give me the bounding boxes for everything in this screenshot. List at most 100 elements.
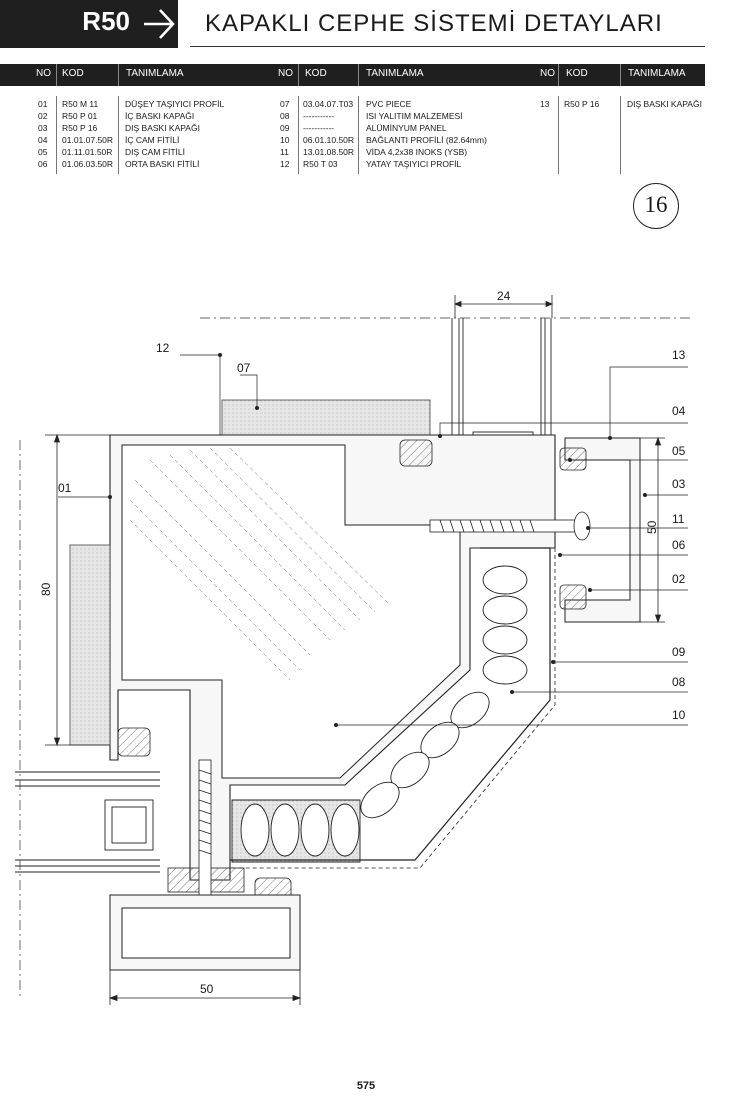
table-cell: 05 [38, 147, 48, 157]
callout-13: 13 [672, 348, 686, 362]
arrow-right-icon [140, 0, 178, 48]
leader-lines [58, 354, 688, 726]
table-cell: 13.01.08.50R [303, 147, 355, 157]
table-cell: 06 [38, 159, 48, 169]
table-cell: 13 [540, 99, 550, 109]
divider [298, 64, 299, 86]
screw [429, 511, 591, 541]
gaskets [117, 439, 587, 905]
dimension-50-right [640, 436, 665, 624]
callout-08: 08 [672, 675, 686, 689]
pvc-piece [221, 399, 431, 436]
callout-11: 11 [672, 512, 685, 526]
dim-50-bottom-label: 50 [200, 982, 214, 996]
col-kod-1: KOD [62, 68, 84, 79]
table-cell: 01.11.01.50R [62, 147, 113, 157]
col-no-3: NO [540, 68, 555, 79]
callout-03: 03 [672, 477, 686, 491]
table-cell: DIŞ CAM FİTİLİ [125, 147, 185, 157]
table-cell: VİDA 4,2x38 INOKS (YSB) [366, 147, 468, 157]
table-cell: 04 [38, 135, 48, 145]
callout-12: 12 [156, 341, 170, 355]
dim-24-label: 24 [497, 289, 511, 303]
dim-80-label: 80 [39, 582, 53, 596]
divider [118, 64, 119, 86]
divider [620, 64, 621, 86]
divider [118, 96, 119, 174]
lower-glass-unit [15, 771, 160, 873]
dimension-50-bottom [108, 970, 302, 1005]
divider [558, 96, 559, 174]
table-cell: 06.01.10.50R [303, 135, 355, 145]
callout-05: 05 [672, 444, 686, 458]
table-cell: 02 [38, 111, 48, 121]
table-cell: 01 [38, 99, 48, 109]
table-cell: DIŞ BASKI KAPAĞI [125, 123, 200, 133]
table-cell: 09 [280, 123, 290, 133]
table-cell: 11 [280, 147, 289, 157]
divider [358, 64, 359, 86]
divider [298, 96, 299, 174]
table-cell: 08 [280, 111, 290, 121]
divider [620, 96, 621, 174]
callout-07: 07 [237, 361, 251, 375]
table-cell: 07 [280, 99, 290, 109]
col-tanim-3: TANIMLAMA [628, 68, 686, 79]
callout-01: 01 [58, 481, 72, 495]
col-tanim-2: TANIMLAMA [366, 68, 424, 79]
table-cell: İÇ CAM FİTİLİ [125, 135, 180, 145]
col-kod-2: KOD [305, 68, 327, 79]
callout-02: 02 [672, 572, 686, 586]
callout-04: 04 [672, 404, 686, 418]
col-kod-3: KOD [566, 68, 588, 79]
divider [56, 96, 57, 174]
col-no-2: NO [278, 68, 293, 79]
transom-profile [109, 894, 301, 971]
table-cell: 01.01.07.50R [62, 135, 114, 145]
page-number: 575 [356, 1080, 376, 1092]
title-rule [190, 46, 705, 47]
col-no-1: NO [36, 68, 51, 79]
table-cell: YATAY TAŞIYICI PROFİL [366, 159, 462, 169]
screw-lower [198, 759, 212, 911]
divider [358, 96, 359, 174]
page-title: KAPAKLI CEPHE SİSTEMİ DETAYLARI [205, 10, 663, 37]
header: R50 KAPAKLI CEPHE SİSTEMİ DETAYLARI [0, 0, 732, 50]
insulation [231, 565, 528, 863]
table-cell: İÇ BASKI KAPAĞI [125, 111, 195, 121]
series-badge: R50 [0, 0, 140, 48]
table-cell: DIŞ BASKI KAPAĞI [627, 99, 702, 109]
table-cell: ISI YALITIM MALZEMESİ [366, 111, 463, 121]
series-label: R50 [82, 6, 130, 36]
divider [558, 64, 559, 86]
dimension-24 [453, 295, 554, 318]
glass-hatching [129, 447, 391, 681]
table-cell: 10 [280, 135, 290, 145]
table-cell: ORTA BASKI FİTİLİ [125, 159, 200, 169]
callout-09: 09 [672, 645, 686, 659]
table-cell: 01.06.03.50R [62, 159, 114, 169]
table-cell: 03.04.07.T03 [303, 99, 354, 109]
divider [56, 64, 57, 86]
table-cell: R50 T 03 [303, 159, 338, 169]
dim-50-right-label: 50 [645, 520, 659, 534]
table-cell: 03 [38, 123, 48, 133]
table-cell: R50 M 11 [62, 99, 99, 109]
table-cell: ALÜMİNYUM PANEL [366, 123, 447, 133]
detail-number: 16 [644, 192, 668, 217]
col-tanim-1: TANIMLAMA [126, 68, 184, 79]
table-cell: BAĞLANTI PROFİLİ (82.64mm) [366, 135, 487, 145]
aluminium-panel [230, 547, 556, 869]
detail-number-badge: 16 [633, 183, 679, 229]
callout-10: 10 [672, 708, 686, 722]
table-cell: R50 P 01 [62, 111, 98, 121]
dimension-80 [45, 433, 110, 747]
left-panel [69, 544, 111, 746]
table-cell: R50 P 16 [564, 99, 600, 109]
callout-06: 06 [672, 538, 686, 552]
table-cell: ----------- [303, 111, 335, 121]
parts-table-header: NO KOD TANIMLAMA NO KOD TANIMLAMA NO KOD… [0, 64, 705, 86]
table-cell: DÜŞEY TAŞIYICI PROFİL [125, 99, 225, 109]
table-cell: ----------- [303, 123, 335, 133]
